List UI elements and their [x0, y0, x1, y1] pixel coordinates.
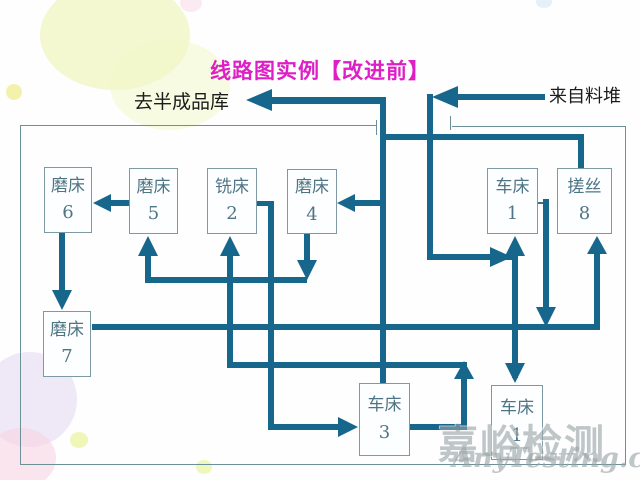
- route-lathe1-feeder-vertical: [512, 252, 518, 378]
- grinder6-input-arrowhead-left-icon: [93, 194, 111, 212]
- route-2-output-stub: [256, 201, 273, 206]
- route-5-to-6-horizontal: [109, 200, 130, 206]
- grinder7-input-arrowhead-down-icon: [52, 290, 72, 310]
- route-8-exit-vertical: [578, 134, 584, 170]
- lathe1-output-arrowhead-down-icon: [536, 307, 556, 327]
- route-entry-vertical: [427, 94, 433, 260]
- route-8-input-vertical: [594, 252, 600, 327]
- machine-box-mill-2: 铣床 2: [207, 168, 257, 234]
- machine-box-lathe-3: 车床 3: [359, 383, 410, 456]
- machine-number: 7: [61, 346, 73, 368]
- route-6-to-7-vertical: [59, 233, 65, 290]
- machine-number: 5: [147, 203, 160, 225]
- lathe1-input-arrowhead-up-icon: [505, 236, 525, 256]
- background-blob: [110, 40, 230, 130]
- machine-label: 车床: [367, 395, 402, 416]
- background-blob: [6, 84, 22, 100]
- exit-label: 去半成品库: [134, 91, 230, 113]
- route-4-down-vertical: [304, 234, 310, 262]
- route-2-to-3-vertical: [268, 201, 274, 430]
- route-5-input-vertical: [145, 255, 151, 277]
- route-exit-top-horizontal: [268, 97, 386, 104]
- background-blob: [0, 428, 56, 480]
- bottom-lathe-input-arrowhead-down-icon: [505, 363, 525, 383]
- machine-box-grinder-4: 磨床 4: [287, 169, 337, 234]
- watermark-site-url: AnyTesting.com: [452, 443, 640, 474]
- entry-label: 来自料堆: [549, 86, 621, 107]
- machine-label: 磨床: [136, 176, 171, 197]
- rolling8-input-arrowhead-up-icon: [587, 236, 607, 254]
- machine-number: 3: [378, 421, 391, 443]
- grinder5-input-arrowhead-up-icon: [138, 236, 158, 256]
- machine-number: 6: [62, 202, 74, 224]
- machine-label: 磨床: [295, 177, 329, 198]
- machine-box-grinder-5: 磨床 5: [129, 168, 178, 234]
- machine-box-thread-rolling-8: 搓丝 8: [557, 168, 612, 234]
- machine-label: 搓丝: [567, 176, 602, 197]
- machine-box-grinder-6: 磨床 6: [44, 167, 92, 233]
- route-2-input-vertical: [227, 255, 233, 365]
- exit-arrowhead-left-icon: [246, 89, 272, 111]
- machine-label: 磨床: [51, 175, 85, 196]
- machine-box-lathe-bottom: 车床 1: [491, 385, 543, 460]
- route-entry-horizontal: [455, 94, 545, 100]
- route-entry-lower-horizontal: [427, 254, 515, 260]
- workshop-border-bottom: [20, 464, 626, 465]
- workshop-border-top-right: [452, 126, 626, 127]
- background-blob: [70, 432, 88, 448]
- route-4-arrowhead-down-icon: [297, 260, 317, 280]
- route-exit-long-vertical: [380, 97, 386, 383]
- workshop-border-left: [20, 125, 21, 465]
- page-title: 线路图实例【改进前】: [210, 58, 430, 83]
- route-2-to-3-horizontal: [268, 424, 338, 430]
- route-3-up-vertical: [461, 378, 467, 430]
- border-break-tick-right: [450, 116, 451, 130]
- background-blob: [536, 0, 552, 8]
- route-lathe1-output-vertical: [543, 199, 549, 308]
- machine-number: 2: [226, 203, 238, 225]
- machine-label: 磨床: [50, 319, 84, 340]
- entry-arrowhead-left-icon: [432, 86, 458, 108]
- border-break-tick-left: [376, 120, 377, 135]
- workshop-border-top-left: [20, 125, 376, 126]
- lathe1-output-stub: [537, 202, 546, 204]
- machine-label: 铣床: [215, 176, 249, 197]
- background-blob: [180, 0, 202, 12]
- machine-number: 1: [506, 203, 519, 225]
- lathe3-input-arrowhead-right-icon: [338, 417, 358, 437]
- mill2-input-arrowhead-up-icon: [220, 236, 240, 256]
- route-3-to-4-horizontal: [354, 200, 384, 206]
- route-7-to-8-horizontal: [92, 324, 600, 330]
- background-blob: [196, 460, 212, 474]
- workshop-border-right: [625, 126, 626, 465]
- machine-label: 车床: [500, 398, 534, 419]
- grinder4-input-arrowhead-left-icon: [337, 194, 355, 212]
- machine-number: 8: [578, 203, 591, 225]
- route-3-to-2-horizontal: [227, 362, 467, 368]
- machine-box-lathe-1: 车床 1: [487, 168, 538, 234]
- machine-number: 1: [511, 424, 523, 446]
- machine-label: 车床: [495, 176, 530, 197]
- machine-number: 4: [306, 203, 318, 225]
- route-4-to-5-horizontal: [145, 277, 307, 283]
- machine-box-grinder-7: 磨床 7: [43, 311, 91, 377]
- route-3-output-horizontal: [410, 424, 467, 430]
- route-8-exit-horizontal: [380, 134, 584, 140]
